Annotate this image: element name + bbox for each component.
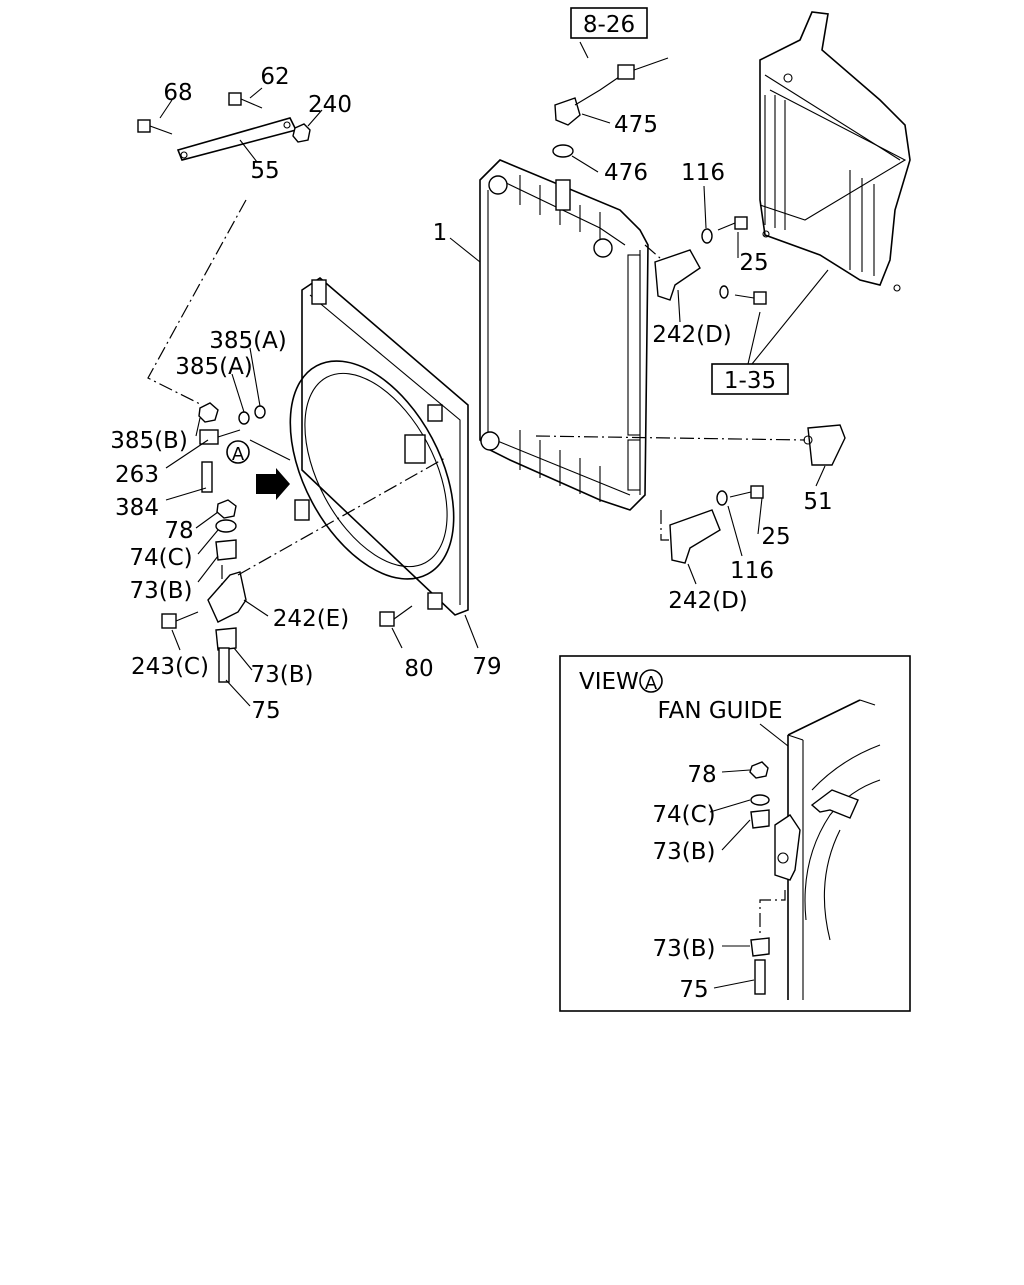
bolt-263[interactable]: [199, 429, 241, 445]
ref-8-26-text: 8-26: [583, 12, 635, 38]
callout-263: 263: [115, 462, 159, 488]
callout-384: 384: [115, 495, 159, 521]
washer-116-bottom[interactable]: [716, 490, 728, 506]
bracket-242d-top[interactable]: [654, 249, 701, 301]
detail-callout-78: 78: [687, 762, 716, 788]
callout-68: 68: [163, 80, 192, 106]
bolt-25-bottom[interactable]: [729, 485, 764, 499]
callout-476: 476: [604, 160, 648, 186]
callout-385a-2: 385(A): [175, 354, 253, 380]
bolt-80[interactable]: [379, 605, 413, 627]
callout-62: 62: [260, 64, 289, 90]
callout-51: 51: [803, 489, 832, 515]
washer-385a-2[interactable]: [254, 405, 266, 419]
washer-74c[interactable]: [215, 519, 237, 533]
stud-384[interactable]: [201, 461, 213, 493]
nut-78[interactable]: [216, 499, 237, 519]
detail-callout-73b-bottom: 73(B): [653, 936, 716, 962]
connection-lines: [147, 199, 806, 585]
detail-callout-73b-top: 73(B): [653, 839, 716, 865]
view-title: VIEW: [579, 669, 639, 695]
intercooler-drawing: [759, 11, 911, 292]
nut-385b[interactable]: [198, 402, 219, 423]
callout-73b-top: 73(B): [130, 578, 193, 604]
sensor-475[interactable]: [554, 57, 669, 126]
bracket-242e[interactable]: [207, 571, 247, 623]
callout-242d-top: 242(D): [652, 322, 732, 348]
fan-guide-label: FAN GUIDE: [657, 698, 782, 724]
washer-385a-1[interactable]: [238, 411, 250, 425]
clip-51[interactable]: [803, 424, 846, 466]
callout-116-bottom: 116: [730, 558, 774, 584]
callout-243c: 243(C): [131, 654, 209, 680]
view-detail-panel: VIEW A FAN GUIDE 78 74(C) 73(B) 73(B): [559, 655, 911, 1012]
nut-240[interactable]: [292, 123, 311, 143]
callout-74c: 74(C): [129, 545, 192, 571]
bushing-73b-bottom[interactable]: [215, 627, 237, 651]
callout-79: 79: [472, 654, 501, 680]
detail-callout-75: 75: [679, 977, 708, 1003]
view-marker-text: A: [232, 444, 245, 465]
callout-116-top: 116: [681, 160, 725, 186]
callout-80: 80: [404, 656, 433, 682]
callout-25-bottom: 25: [761, 524, 790, 550]
bolt-243c[interactable]: [161, 611, 199, 629]
gasket-476[interactable]: [552, 144, 574, 158]
support-rod[interactable]: [176, 117, 298, 161]
bolt-1-35[interactable]: [719, 285, 767, 305]
callout-385a-1: 385(A): [209, 328, 287, 354]
detail-callout-74c: 74(C): [652, 802, 715, 828]
bolt-62[interactable]: [228, 92, 263, 109]
callouts: 68 62 240 55 475 476 116 25 1 242(D) 385…: [110, 64, 832, 724]
callout-240: 240: [308, 92, 352, 118]
ref-box-1-35[interactable]: 1-35: [711, 363, 789, 395]
callout-242d-bottom: 242(D): [668, 588, 748, 614]
callout-55: 55: [250, 158, 279, 184]
ref-1-35-text: 1-35: [724, 368, 776, 394]
view-title-marker: A: [645, 673, 658, 694]
bushing-73b-top[interactable]: [215, 539, 237, 561]
view-marker-a[interactable]: A: [226, 440, 250, 465]
leader-lines: [159, 41, 829, 707]
callout-25-top: 25: [739, 250, 768, 276]
radiator-core[interactable]: [479, 159, 649, 511]
fan-shroud[interactable]: [257, 276, 488, 616]
callout-73b-bottom: 73(B): [251, 662, 314, 688]
washer-116-top[interactable]: [701, 228, 713, 244]
bolt-75[interactable]: [218, 647, 230, 683]
bolt-68[interactable]: [137, 119, 173, 135]
callout-78: 78: [164, 518, 193, 544]
callout-1: 1: [433, 220, 448, 246]
bracket-242d-bottom[interactable]: [669, 509, 721, 564]
view-arrow: [256, 468, 290, 500]
callout-475: 475: [614, 112, 658, 138]
bolt-25-top[interactable]: [717, 216, 748, 231]
ref-box-8-26[interactable]: 8-26: [570, 7, 648, 39]
callout-75: 75: [251, 698, 280, 724]
callout-385b: 385(B): [110, 428, 188, 454]
callout-242e: 242(E): [273, 606, 349, 632]
